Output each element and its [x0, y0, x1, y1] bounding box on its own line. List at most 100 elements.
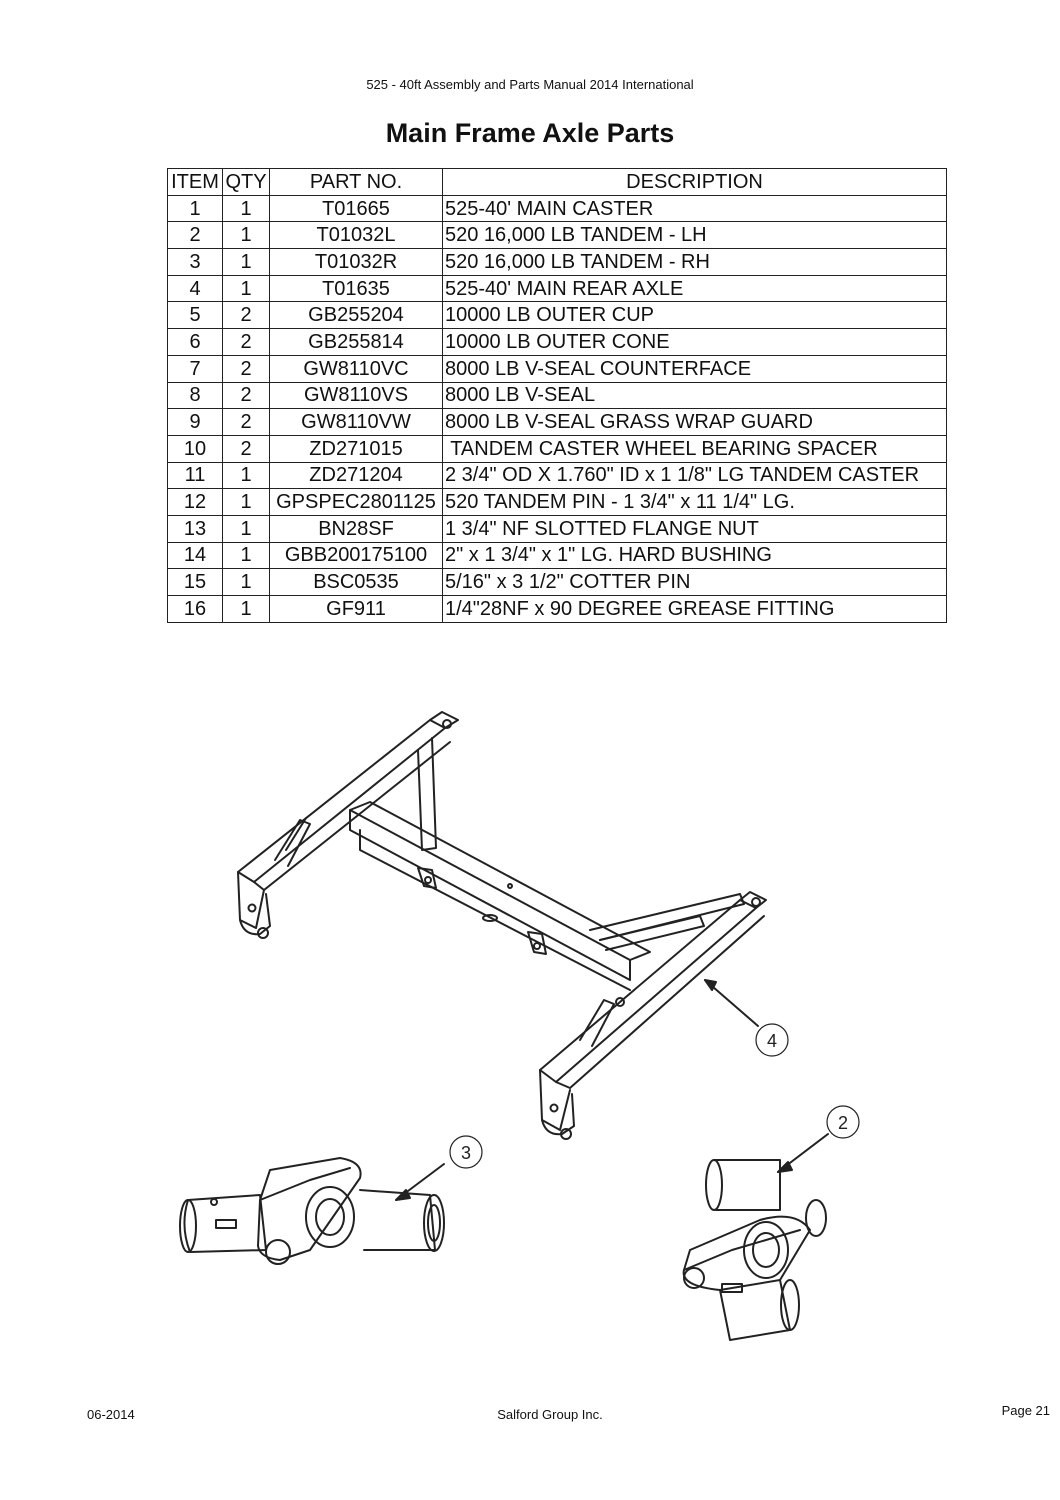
cell-part-no: BSC0535	[269, 568, 443, 596]
footer-company: Salford Group Inc.	[497, 1407, 603, 1422]
cell-description: 5/16" x 3 1/2" COTTER PIN	[442, 568, 947, 596]
cell-qty: 2	[222, 328, 270, 356]
cell-item: 14	[167, 541, 223, 570]
cell-part-no: BN28SF	[269, 514, 443, 543]
cell-qty: 1	[222, 541, 270, 570]
cell-qty: 1	[222, 461, 270, 490]
cell-part-no: ZD271015	[269, 434, 443, 463]
cell-description: 520 16,000 LB TANDEM - LH	[442, 221, 947, 250]
cell-item: 2	[167, 221, 223, 250]
cell-item: 11	[167, 461, 223, 490]
cell-part-no: T01032R	[269, 248, 443, 276]
callout-label-3: 3	[461, 1143, 471, 1163]
cell-item: 3	[167, 248, 223, 276]
cell-description: 10000 LB OUTER CUP	[442, 301, 947, 330]
callout-label-4: 4	[767, 1031, 777, 1051]
column-header-description: DESCRIPTION	[442, 168, 947, 196]
cell-qty: 1	[222, 274, 270, 303]
cell-item: 4	[167, 274, 223, 303]
cell-qty: 2	[222, 354, 270, 383]
cell-part-no: GB255204	[269, 301, 443, 330]
cell-description: 2" x 1 3/4" x 1" LG. HARD BUSHING	[442, 541, 947, 570]
column-header-qty: QTY	[222, 168, 270, 196]
cell-part-no: GW8110VW	[269, 408, 443, 436]
callout-circle-2	[826, 1105, 860, 1139]
cell-description: 8000 LB V-SEAL COUNTERFACE	[442, 354, 947, 383]
cell-description: 525-40' MAIN REAR AXLE	[442, 274, 947, 303]
cell-qty: 1	[222, 514, 270, 543]
parts-drawing: 4 3 2	[179, 711, 860, 1341]
cell-part-no: T01665	[269, 194, 443, 223]
cell-item: 8	[167, 381, 223, 410]
callout-circle-3	[449, 1135, 483, 1169]
cell-qty: 1	[222, 221, 270, 250]
tandem-lh-illustration	[682, 1133, 829, 1341]
cell-description: 1/4"28NF x 90 DEGREE GREASE FITTING	[442, 595, 947, 623]
cell-part-no: GB255814	[269, 328, 443, 356]
cell-item: 7	[167, 354, 223, 383]
cell-qty: 1	[222, 488, 270, 516]
cell-description: TANDEM CASTER WHEEL BEARING SPACER	[442, 434, 947, 463]
tandem-rh-illustration	[179, 1157, 445, 1265]
cell-description: 1 3/4" NF SLOTTED FLANGE NUT	[442, 514, 947, 543]
cell-part-no: T01032L	[269, 221, 443, 250]
cell-item: 1	[167, 194, 223, 223]
cell-description: 8000 LB V-SEAL	[442, 381, 947, 410]
cell-part-no: GF911	[269, 595, 443, 623]
cell-item: 5	[167, 301, 223, 330]
cell-qty: 2	[222, 434, 270, 463]
column-header-item: ITEM	[167, 168, 223, 196]
cell-description: 2 3/4" OD X 1.760" ID x 1 1/8" LG TANDEM…	[442, 461, 947, 490]
cell-item: 16	[167, 595, 223, 623]
table-header-row: ITEM QTY PART NO. DESCRIPTION	[167, 168, 947, 196]
cell-part-no: GBB200175100	[269, 541, 443, 570]
cell-description: 520 16,000 LB TANDEM - RH	[442, 248, 947, 276]
cell-description: 520 TANDEM PIN - 1 3/4" x 11 1/4" LG.	[442, 488, 947, 516]
page-title: Main Frame Axle Parts	[385, 118, 675, 148]
document-header: 525 - 40ft Assembly and Parts Manual 201…	[366, 77, 694, 92]
cell-part-no: T01635	[269, 274, 443, 303]
footer-date: 06-2014	[87, 1407, 135, 1422]
cell-qty: 1	[222, 194, 270, 223]
cell-qty: 2	[222, 408, 270, 436]
cell-part-no: GW8110VS	[269, 381, 443, 410]
cell-qty: 1	[222, 595, 270, 623]
cell-item: 9	[167, 408, 223, 436]
main-rear-axle-illustration	[237, 711, 767, 1140]
cell-qty: 2	[222, 301, 270, 330]
cell-qty: 1	[222, 248, 270, 276]
cell-part-no: GW8110VC	[269, 354, 443, 383]
callout-circle-4	[755, 1023, 789, 1057]
column-header-part-no: PART NO.	[269, 168, 443, 196]
cell-item: 13	[167, 514, 223, 543]
cell-qty: 2	[222, 381, 270, 410]
cell-item: 12	[167, 488, 223, 516]
cell-part-no: GPSPEC2801125	[269, 488, 443, 516]
callout-label-2: 2	[838, 1113, 848, 1133]
cell-item: 15	[167, 568, 223, 596]
cell-description: 525-40' MAIN CASTER	[442, 194, 947, 223]
cell-item: 10	[167, 434, 223, 463]
cell-description: 10000 LB OUTER CONE	[442, 328, 947, 356]
cell-part-no: ZD271204	[269, 461, 443, 490]
cell-description: 8000 LB V-SEAL GRASS WRAP GUARD	[442, 408, 947, 436]
cell-qty: 1	[222, 568, 270, 596]
footer-page-number: Page 21	[1001, 1403, 1050, 1418]
cell-item: 6	[167, 328, 223, 356]
